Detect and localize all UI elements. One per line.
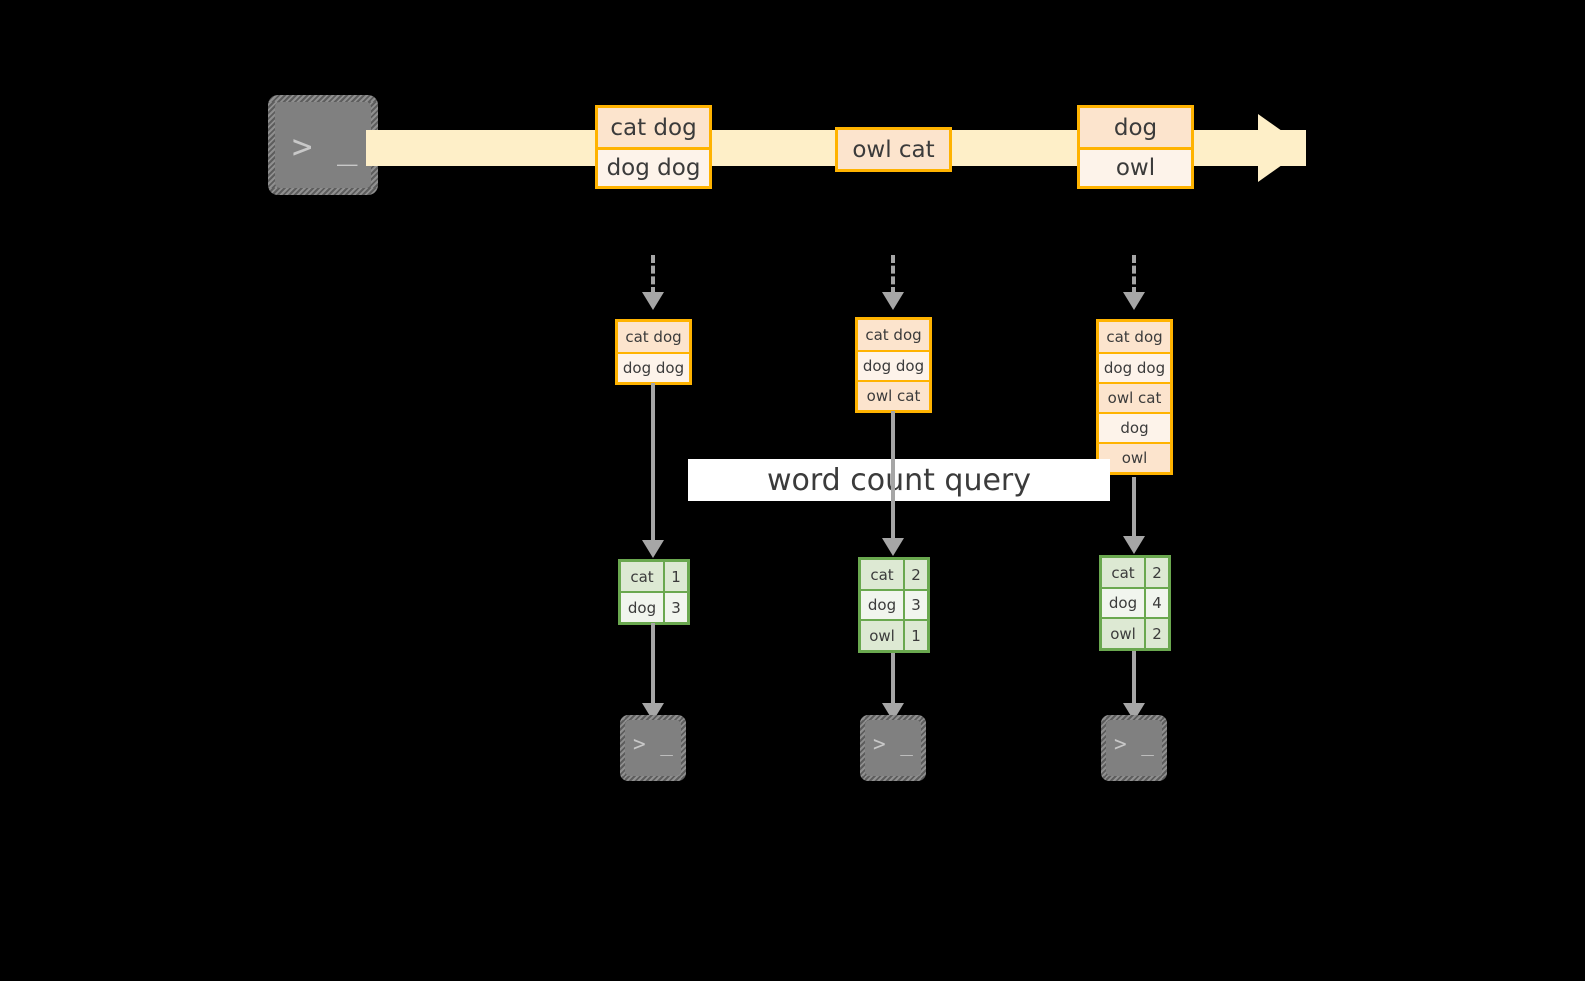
stream-batch-1: cat dog dog dog [595, 105, 712, 189]
result-word: cat [621, 562, 664, 592]
connector-line-3 [1132, 477, 1136, 539]
terminal-screen [625, 720, 681, 776]
result-count: 1 [663, 562, 687, 592]
connector-line-1 [651, 383, 655, 543]
table-row: cat 2 [861, 560, 927, 590]
table-row: dog 3 [621, 591, 687, 622]
stream-event-line: owl [1080, 147, 1191, 186]
result-grid: cat 2 dog 3 owl 1 [861, 560, 927, 650]
log-line: owl cat [858, 380, 929, 410]
result-count: 3 [903, 589, 927, 620]
connector-line-2-overlay [891, 459, 895, 501]
result-word: dog [621, 591, 664, 622]
result-count: 1 [903, 619, 927, 650]
log-snapshot-1: cat dog dog dog [615, 319, 692, 385]
query-label-banner: word count query [688, 459, 1110, 501]
log-line: owl [1099, 442, 1170, 472]
arrow-head [642, 540, 664, 558]
arrow-head [1123, 292, 1145, 310]
terminal-prompt-glyph: > _ [1114, 732, 1155, 756]
log-line: cat dog [858, 320, 929, 350]
table-row: dog 3 [861, 589, 927, 620]
terminal-screen [1106, 720, 1162, 776]
terminal-icon-sink-2: > _ [860, 715, 926, 781]
result-word: owl [1102, 617, 1145, 648]
result-count: 4 [1144, 587, 1168, 618]
dashed-arrow-icon-trigger-3 [1132, 255, 1136, 295]
result-table-1: cat 1 dog 3 [618, 559, 690, 625]
table-row: owl 2 [1102, 617, 1168, 648]
connector-line-1b [651, 623, 655, 708]
log-snapshot-2: cat dog dog dog owl cat [855, 317, 932, 413]
arrow-head [642, 292, 664, 310]
result-grid: cat 1 dog 3 [621, 562, 687, 622]
result-word: cat [861, 560, 904, 590]
terminal-screen [275, 102, 371, 188]
log-line: cat dog [1099, 322, 1170, 352]
stream-event-line: dog dog [598, 147, 709, 186]
arrow-head [882, 538, 904, 556]
arrow-head [1258, 114, 1306, 182]
terminal-prompt-glyph: > _ [873, 732, 914, 756]
result-count: 2 [1144, 617, 1168, 648]
dashed-arrow-icon-trigger-1 [651, 255, 655, 295]
log-line: cat dog [618, 322, 689, 352]
log-line: dog dog [618, 352, 689, 382]
log-line: dog [1099, 412, 1170, 442]
log-snapshot-3: cat dog dog dog owl cat dog owl [1096, 319, 1173, 475]
table-row: owl 1 [861, 619, 927, 650]
connector-line-3b [1132, 651, 1136, 708]
result-word: dog [861, 589, 904, 620]
result-word: owl [861, 619, 904, 650]
arrow-head [882, 292, 904, 310]
stream-event-line: cat dog [598, 108, 709, 147]
dashed-arrow-icon-trigger-2 [891, 255, 895, 295]
log-line: dog dog [1099, 352, 1170, 382]
result-count: 2 [1144, 558, 1168, 588]
stream-batch-3: dog owl [1077, 105, 1194, 189]
result-word: dog [1102, 587, 1145, 618]
table-row: dog 4 [1102, 587, 1168, 618]
result-word: cat [1102, 558, 1145, 588]
terminal-icon-sink-3: > _ [1101, 715, 1167, 781]
table-row: cat 1 [621, 562, 687, 592]
stream-event-line: owl cat [838, 130, 949, 169]
table-row: cat 2 [1102, 558, 1168, 588]
log-line: owl cat [1099, 382, 1170, 412]
result-table-2: cat 2 dog 3 owl 1 [858, 557, 930, 653]
result-count: 3 [663, 591, 687, 622]
stream-event-line: dog [1080, 108, 1191, 147]
terminal-prompt-glyph: > _ [633, 732, 674, 756]
arrow-head [1123, 536, 1145, 554]
terminal-screen [865, 720, 921, 776]
terminal-icon-sink-1: > _ [620, 715, 686, 781]
log-line: dog dog [858, 350, 929, 380]
connector-line-2b [891, 653, 895, 708]
terminal-icon-source: > _ [268, 95, 378, 195]
result-grid: cat 2 dog 4 owl 2 [1102, 558, 1168, 648]
result-count: 2 [903, 560, 927, 590]
terminal-prompt-glyph: > _ [292, 127, 360, 167]
stream-batch-2: owl cat [835, 127, 952, 172]
result-table-3: cat 2 dog 4 owl 2 [1099, 555, 1171, 651]
